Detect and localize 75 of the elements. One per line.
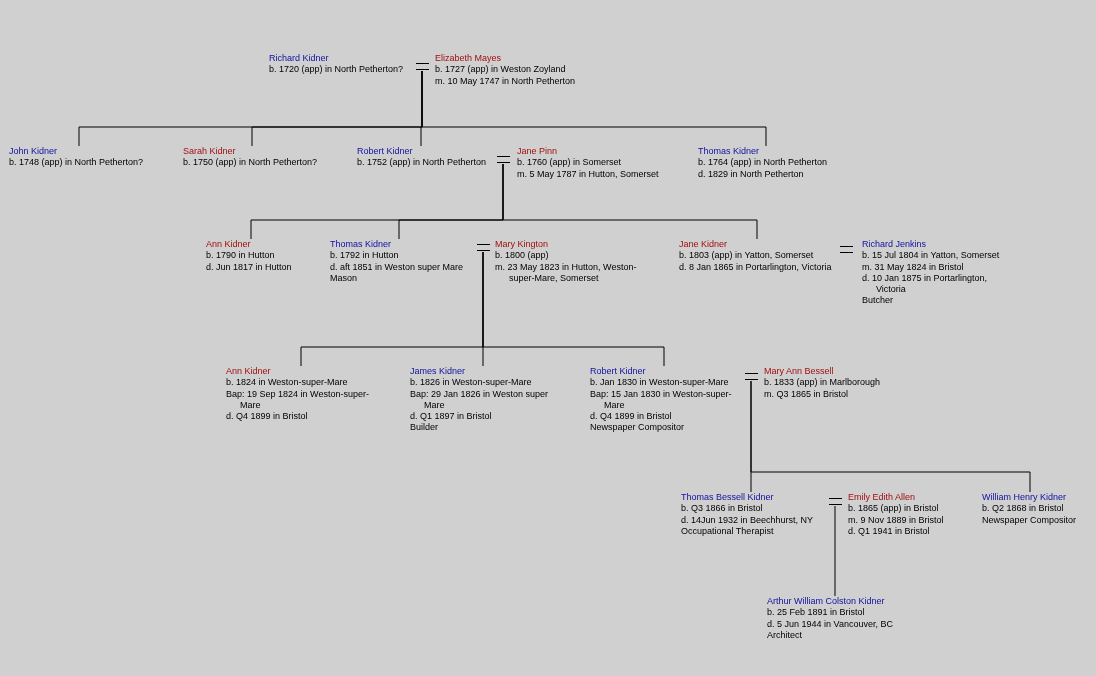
person-detail: d. Q1 1897 in Bristol bbox=[410, 411, 493, 423]
person-detail: d. Q4 1899 in Bristol bbox=[226, 411, 309, 423]
person-detail: b. 1833 (app) in Marlborough bbox=[764, 377, 882, 389]
person-name: Arthur William Colston Kidner bbox=[767, 596, 886, 608]
person-name: John Kidner bbox=[9, 146, 59, 158]
person-detail: b. 1764 (app) in North Petherton bbox=[698, 157, 829, 169]
person-detail: d. 14Jun 1932 in Beechhurst, NY bbox=[681, 514, 815, 526]
person-name: Mary Kington bbox=[495, 239, 550, 251]
person-detail: b. 1748 (app) in North Petherton? bbox=[9, 157, 145, 169]
person-detail: b. 1760 (app) in Somerset bbox=[517, 157, 623, 169]
person-name: William Henry Kidner bbox=[982, 492, 1068, 504]
person-detail: d. Q4 1899 in Bristol bbox=[590, 411, 673, 423]
person-detail: b. 1720 (app) in North Petherton? bbox=[269, 64, 405, 76]
person-name: Thomas Kidner bbox=[330, 239, 393, 251]
person-detail: b. 1792 in Hutton bbox=[330, 250, 400, 262]
person-detail: Mason bbox=[330, 272, 358, 285]
marriage-symbol bbox=[416, 62, 429, 71]
person-detail: Occupational Therapist bbox=[681, 525, 775, 538]
marriage-symbol bbox=[745, 372, 758, 381]
person-detail: b. 1865 (app) in Bristol bbox=[848, 503, 940, 515]
person-detail: b. 1826 in Weston-super-Mare bbox=[410, 377, 533, 389]
person-name: Robert Kidner bbox=[357, 146, 414, 158]
descent-line bbox=[750, 380, 1031, 493]
person-name: Sarah Kidner bbox=[183, 146, 237, 158]
person-detail: d. aft 1851 in Weston super Mare bbox=[330, 261, 464, 273]
person-name: Thomas Kidner bbox=[698, 146, 761, 158]
person-detail: b. 1824 in Weston-super-Mare bbox=[226, 377, 349, 389]
person-detail: b. 1750 (app) in North Petherton? bbox=[183, 157, 319, 169]
marriage-symbol bbox=[829, 497, 842, 506]
person-name: Ann Kidner bbox=[226, 366, 272, 378]
person-name: Ann Kidner bbox=[206, 239, 252, 251]
descent-line bbox=[502, 163, 758, 240]
descent-line bbox=[834, 505, 836, 597]
person-detail: b. 25 Feb 1891 in Bristol bbox=[767, 607, 866, 619]
person-detail: b. 1800 (app) bbox=[495, 250, 550, 262]
descent-line bbox=[421, 70, 767, 147]
person-detail: m. 10 May 1747 in North Petherton bbox=[435, 75, 577, 87]
person-name: Emily Edith Allen bbox=[848, 492, 917, 504]
person-detail: d. 5 Jun 1944 in Vancouver, BC bbox=[767, 618, 894, 630]
person-detail: b. Jan 1830 in Weston-super-Mare bbox=[590, 377, 730, 389]
person-detail: Butcher bbox=[862, 295, 895, 307]
person-detail: Newspaper Compositor bbox=[982, 514, 1078, 526]
person-detail: b. 1752 (app) in North Petherton bbox=[357, 157, 488, 169]
person-detail: d. Jun 1817 in Hutton bbox=[206, 261, 293, 273]
marriage-symbol bbox=[840, 245, 853, 254]
person-name: Jane Kidner bbox=[679, 239, 729, 251]
person-detail: Newspaper Compositor bbox=[590, 422, 686, 434]
person-detail: m. 5 May 1787 in Hutton, Somerset bbox=[517, 168, 660, 180]
marriage-symbol bbox=[477, 243, 490, 252]
person-detail: m. Q3 1865 in Bristol bbox=[764, 388, 850, 400]
person-detail: b. 15 Jul 1804 in Yatton, Somerset bbox=[862, 250, 1001, 262]
person-detail: b. Q3 1866 in Bristol bbox=[681, 503, 764, 515]
person-detail: Builder bbox=[410, 422, 439, 434]
person-detail: b. Q2 1868 in Bristol bbox=[982, 503, 1065, 515]
person-detail: Architect bbox=[767, 629, 803, 642]
person-name: Jane Pinn bbox=[517, 146, 559, 158]
person-name: Thomas Bessell Kidner bbox=[681, 492, 775, 504]
person-name: Richard Jenkins bbox=[862, 239, 928, 251]
person-name: Elizabeth Mayes bbox=[435, 53, 503, 65]
person-name: Mary Ann Bessell bbox=[764, 366, 835, 378]
marriage-symbol bbox=[497, 155, 510, 164]
person-name: James Kidner bbox=[410, 366, 467, 378]
person-detail: m. 23 May 1823 in Hutton, Weston-super-Mare, Somerset bbox=[495, 261, 638, 285]
person-name: Richard Kidner bbox=[269, 53, 330, 65]
person-detail: b. 1727 (app) in Weston Zoyland bbox=[435, 64, 567, 76]
person-detail: m. 31 May 1824 in Bristol bbox=[862, 261, 965, 273]
person-detail: d. 1829 in North Petherton bbox=[698, 168, 805, 180]
descent-line bbox=[482, 251, 665, 367]
person-detail: d. 8 Jan 1865 in Portarlington, Victoria bbox=[679, 261, 833, 273]
person-detail: b. 1803 (app) in Yatton, Somerset bbox=[679, 250, 815, 262]
person-name: Robert Kidner bbox=[590, 366, 647, 378]
person-detail: b. 1790 in Hutton bbox=[206, 250, 276, 262]
person-detail: m. 9 Nov 1889 in Bristol bbox=[848, 514, 945, 526]
person-detail: d. 10 Jan 1875 in Portarlington, Victoria bbox=[862, 272, 989, 296]
person-detail: d. Q1 1941 in Bristol bbox=[848, 525, 931, 538]
